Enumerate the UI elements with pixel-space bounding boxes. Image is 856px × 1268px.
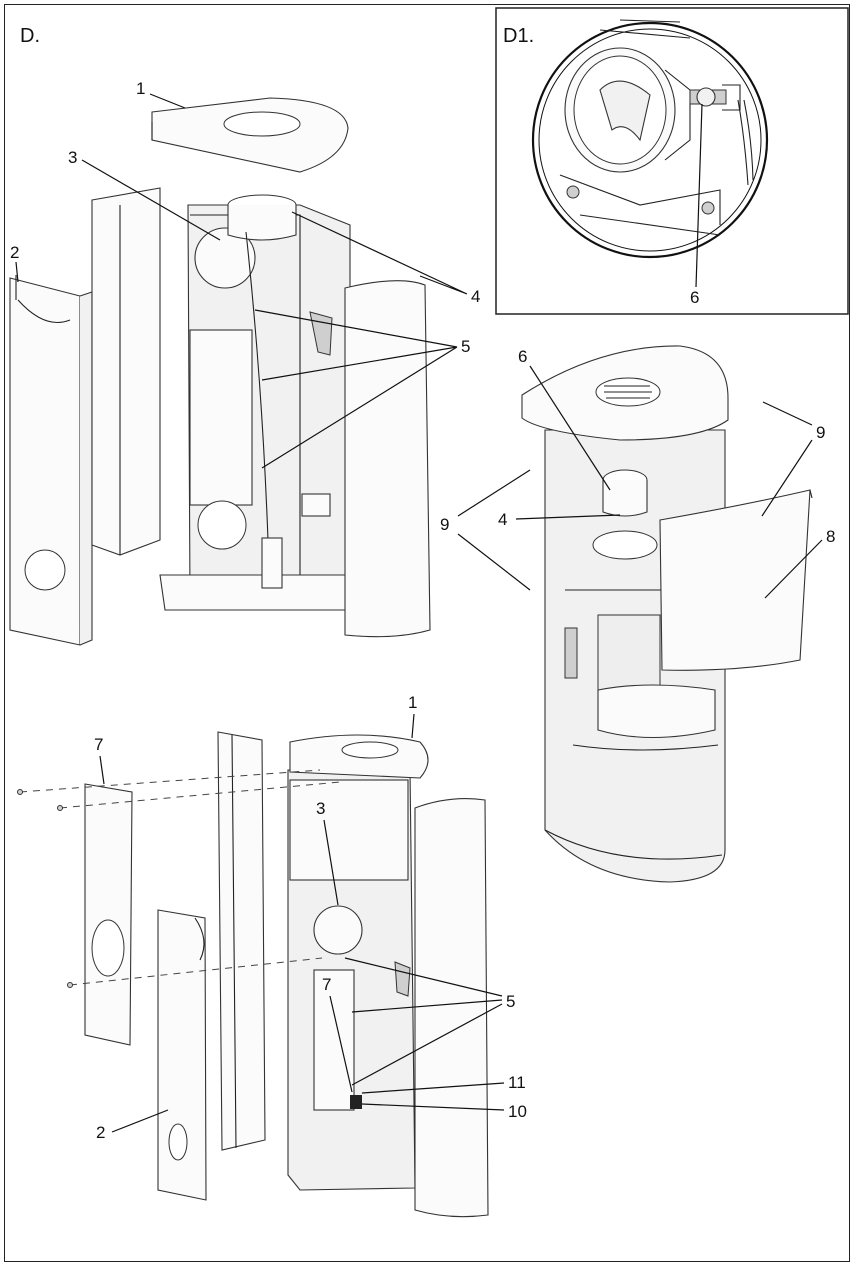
leader-d-screws: [254, 309, 458, 469]
leader-r-sensor: [529, 365, 611, 491]
callout-d1-sensor: 6: [690, 288, 699, 307]
callout-r-screws-left: 9: [440, 515, 449, 534]
section-d-title: D.: [20, 25, 40, 47]
bottom-exploded-view: [17, 731, 489, 1218]
callout-d-back-panel: 2: [10, 243, 19, 262]
callout-b-back-plate: 7: [94, 735, 103, 754]
page-frame: [4, 4, 850, 1262]
callout-b-part11: 11: [508, 1073, 526, 1092]
leader-b-side-panel: [323, 819, 339, 906]
detail-d1-magnifier: [531, 19, 769, 259]
leader-r-front-panel: [764, 539, 823, 599]
top-exploded-view: [9, 97, 431, 646]
leader-d-side-panel: [81, 159, 221, 241]
callout-b-bracket: 7: [322, 975, 331, 994]
leader-d-top-cover: [149, 93, 186, 109]
leader-b-back-plate: [99, 755, 105, 785]
right-assembled-view: [521, 345, 813, 883]
leader-d1-sensor: [695, 103, 703, 288]
leader-b-top-cover: [411, 713, 415, 739]
leader-b-screws: [344, 957, 503, 1086]
leader-b-bracket: [329, 995, 353, 1093]
callout-b-top-cover: 1: [408, 693, 417, 712]
callout-b-side-panel: 3: [316, 799, 325, 818]
leader-r-screws-left: [457, 469, 531, 591]
leader-r-screws-right: [761, 401, 813, 517]
callout-d-collar: 4: [471, 287, 480, 306]
callout-d-side-panel: 3: [68, 148, 77, 167]
callout-r-front-panel: 8: [826, 527, 835, 546]
leader-b-part11: [361, 1082, 505, 1094]
callout-r-sensor: 6: [518, 347, 527, 366]
callout-d-screws: 5: [461, 337, 470, 356]
callout-b-screws: 5: [506, 992, 515, 1011]
callout-r-screws-right: 9: [816, 423, 825, 442]
callout-b-part10: 10: [508, 1102, 527, 1121]
leader-d-collar: [291, 211, 468, 295]
leader-b-part10: [361, 1103, 505, 1111]
callout-b-back-panel: 2: [96, 1123, 105, 1142]
leader-d-back-panel: [15, 261, 19, 283]
leader-r-collar: [515, 514, 621, 520]
callout-r-collar: 4: [498, 510, 507, 529]
detail-d1-title: D1.: [503, 25, 534, 47]
leader-b-back-panel: [111, 1109, 169, 1133]
callout-d-top-cover: 1: [136, 79, 145, 98]
